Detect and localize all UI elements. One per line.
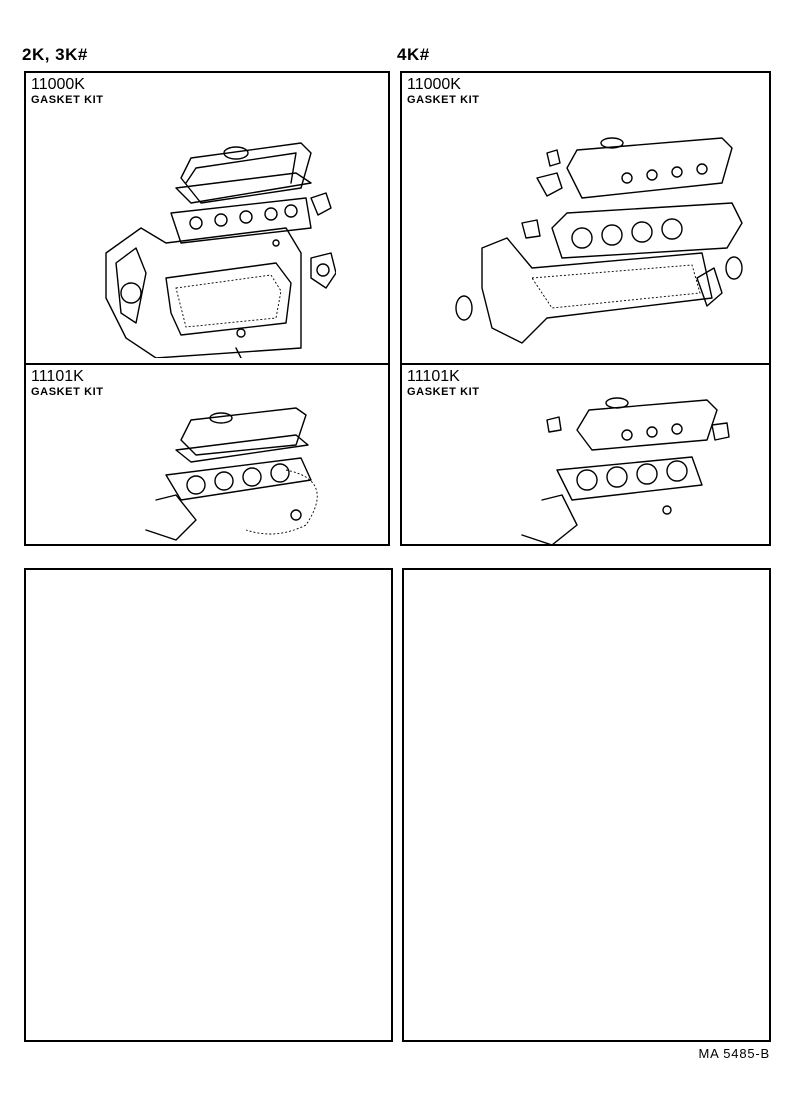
empty-panel-right	[402, 568, 771, 1042]
kit-name: GASKET KIT	[31, 94, 104, 106]
kit-panel-4k: 11000K GASKET KIT 11101K GASKET KIT	[400, 71, 771, 546]
kit-code: 11101K	[31, 368, 84, 385]
kit-code: 11000K	[407, 76, 461, 93]
kit-cell-11101k-2k: 11101K GASKET KIT	[26, 363, 388, 544]
group-heading-2k-3k: 2K, 3K#	[22, 45, 88, 64]
figure-reference: MA 5485-B	[698, 1046, 770, 1061]
kit-code: 11000K	[31, 76, 85, 93]
kit-panel-2k-3k: 11000K GASKET KIT	[24, 71, 390, 546]
kit-code: 11101K	[407, 368, 460, 385]
group-heading-4k: 4K#	[397, 45, 430, 64]
kit-name: GASKET KIT	[407, 386, 480, 398]
kit-name: GASKET KIT	[31, 386, 104, 398]
empty-panel-left	[24, 568, 393, 1042]
engine-gasket-illustration	[105, 142, 336, 358]
kit-cell-11000k-4k: 11000K GASKET KIT	[402, 73, 769, 363]
kit-cell-11101k-4k: 11101K GASKET KIT	[402, 363, 769, 545]
kit-cell-11000k-2k: 11000K GASKET KIT	[26, 73, 388, 363]
engine-gasket-illustration	[455, 137, 743, 344]
kit-name: GASKET KIT	[407, 94, 480, 106]
head-gasket-illustration	[145, 407, 318, 541]
head-gasket-illustration	[521, 397, 730, 545]
